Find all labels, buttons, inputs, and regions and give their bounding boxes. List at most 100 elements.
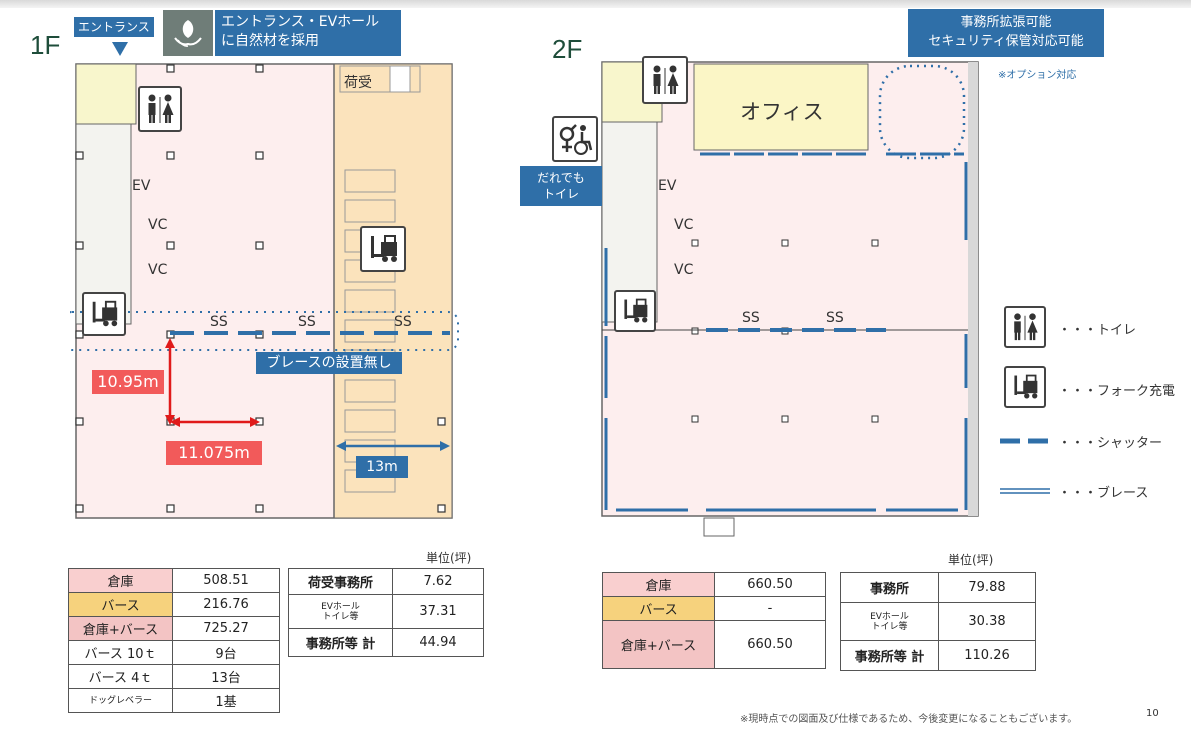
office-expand-callout: 事務所拡張可能 セキュリティ保管対応可能 bbox=[908, 9, 1104, 57]
forklift-charging-icon-2f bbox=[614, 290, 656, 332]
dimension-berth: 13m bbox=[356, 456, 408, 478]
brace-note: ブレースの設置無し bbox=[256, 352, 402, 374]
table-cell-label: バース 10ｔ bbox=[68, 640, 173, 665]
table-cell-label: EVホール トイレ等 bbox=[288, 594, 393, 629]
legend-fork-label: ・・・フォーク充電 bbox=[1058, 384, 1176, 399]
legend-brace-line bbox=[1000, 488, 1050, 494]
table-cell-value: 9台 bbox=[172, 640, 280, 665]
office-expand-note-2: セキュリティ保管対応可能 bbox=[928, 34, 1084, 49]
footnote: ※現時点での図面及び仕様であるため、今後変更になることもございます。 bbox=[740, 714, 1078, 725]
floor-1-plan bbox=[70, 63, 459, 519]
table-cell-label: 倉庫+バース bbox=[602, 620, 715, 669]
unit-label-2f: 単位(坪) bbox=[948, 553, 994, 567]
ev-label-1f: EV bbox=[132, 178, 151, 194]
entrance-arrow-icon bbox=[112, 42, 128, 56]
table-cell-value: 44.94 bbox=[392, 628, 484, 657]
table-cell-value: 37.31 bbox=[392, 594, 484, 629]
table-cell-value: 660.50 bbox=[714, 620, 826, 669]
toilet-icon-2f bbox=[642, 56, 688, 104]
dimension-horizontal: 11.075m bbox=[166, 441, 262, 465]
toilet-icon bbox=[138, 86, 182, 132]
table-cell-label: 倉庫 bbox=[602, 572, 715, 597]
table-cell-value: 660.50 bbox=[714, 572, 826, 597]
table-cell-label: ドッグレベラー bbox=[68, 688, 173, 713]
table-cell-value: 1基 bbox=[172, 688, 280, 713]
legend-shutter-line bbox=[1000, 438, 1056, 444]
legend-forklift-icon bbox=[1004, 366, 1046, 408]
leaf-hands-icon bbox=[163, 10, 213, 56]
table-cell-label: 倉庫+バース bbox=[68, 616, 173, 641]
floor-2-plan bbox=[601, 61, 979, 537]
ss-label-1f-b: SS bbox=[298, 314, 316, 330]
office-expand-note-1: 事務所拡張可能 bbox=[960, 15, 1052, 30]
ev-label-2f: EV bbox=[658, 178, 677, 194]
ss-label-2f-a: SS bbox=[742, 310, 760, 326]
legend-brace-label: ・・・ブレース bbox=[1058, 486, 1149, 501]
table-cell-label: 事務所等 計 bbox=[840, 640, 939, 671]
forklift-charging-icon-2 bbox=[82, 292, 126, 336]
natural-material-note: エントランス・EVホール に自然材を採用 bbox=[215, 10, 401, 56]
table-cell-label: 事務所 bbox=[840, 572, 939, 603]
table-cell-label: バース 4ｔ bbox=[68, 664, 173, 689]
vc-label-2f-a: VC bbox=[674, 217, 694, 233]
table-cell-value: 508.51 bbox=[172, 568, 280, 593]
vc-label-1f-b: VC bbox=[148, 262, 168, 278]
nieuke-label: 荷受 bbox=[344, 75, 372, 91]
table-cell-label: 事務所等 計 bbox=[288, 628, 393, 657]
table-cell-label: EVホール トイレ等 bbox=[840, 602, 939, 641]
table-cell-value: 30.38 bbox=[938, 602, 1036, 641]
dimension-vertical: 10.95m bbox=[92, 370, 164, 394]
vc-label-2f-b: VC bbox=[674, 262, 694, 278]
anyone-toilet-note-1: だれでも bbox=[537, 171, 585, 185]
top-bar bbox=[0, 0, 1191, 8]
ss-label-2f-b: SS bbox=[826, 310, 844, 326]
anyone-toilet-note-2: トイレ bbox=[542, 187, 579, 201]
office-label: オフィス bbox=[740, 100, 824, 124]
table-cell-label: バース bbox=[602, 596, 715, 621]
floor-1-label: 1F bbox=[30, 30, 61, 60]
unit-label-1f: 単位(坪) bbox=[426, 551, 472, 565]
anyone-toilet-note: だれでも トイレ bbox=[520, 166, 602, 206]
page-number: 10 bbox=[1146, 708, 1159, 719]
legend-shutter-label: ・・・シャッター bbox=[1058, 436, 1163, 451]
table-cell-label: 倉庫 bbox=[68, 568, 173, 593]
table-cell-value: - bbox=[714, 596, 826, 621]
entrance-callout: エントランス bbox=[74, 17, 154, 37]
legend-toilet-label: ・・・トイレ bbox=[1058, 323, 1137, 338]
vc-label-1f-a: VC bbox=[148, 217, 168, 233]
floor-2-label: 2F bbox=[552, 34, 583, 64]
forklift-charging-icon bbox=[360, 226, 406, 272]
table-cell-value: 110.26 bbox=[938, 640, 1036, 671]
table-cell-label: バース bbox=[68, 592, 173, 617]
table-cell-value: 79.88 bbox=[938, 572, 1036, 603]
legend-toilet-icon bbox=[1004, 306, 1046, 348]
table-cell-value: 7.62 bbox=[392, 568, 484, 595]
table-row: バース- bbox=[602, 596, 826, 621]
table-cell-value: 725.27 bbox=[172, 616, 280, 641]
table-cell-value: 216.76 bbox=[172, 592, 280, 617]
ss-label-1f-a: SS bbox=[210, 314, 228, 330]
ss-label-1f-c: SS bbox=[394, 314, 412, 330]
accessible-toilet-icon bbox=[552, 116, 598, 162]
option-note: ※オプション対応 bbox=[998, 70, 1077, 81]
table-cell-label: 荷受事務所 bbox=[288, 568, 393, 595]
table-cell-value: 13台 bbox=[172, 664, 280, 689]
